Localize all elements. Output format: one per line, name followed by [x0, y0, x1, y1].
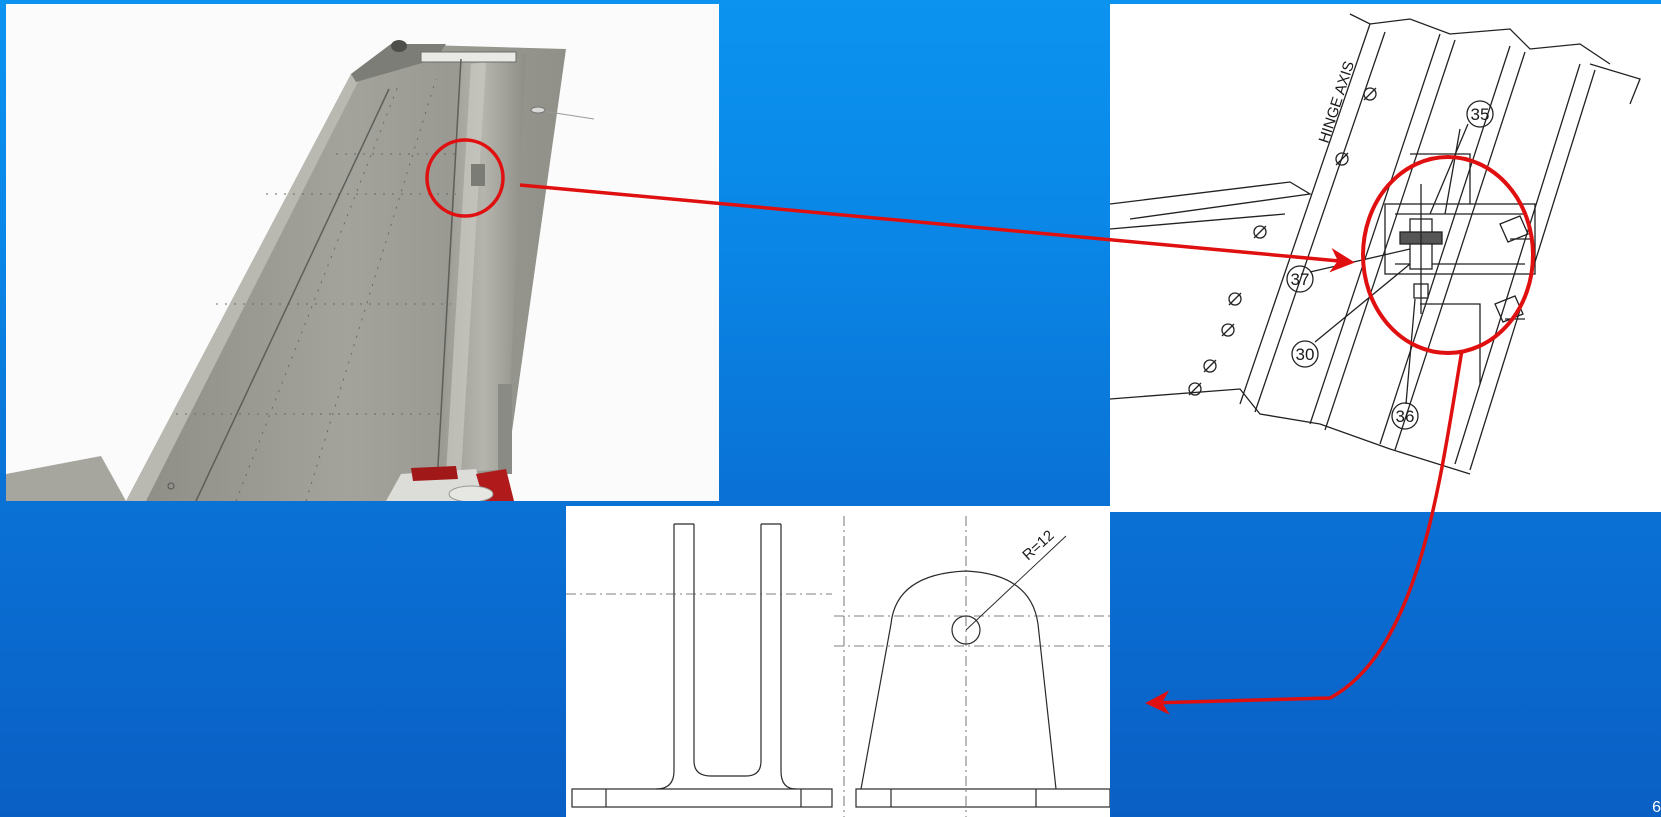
callout-37: 37: [1291, 270, 1310, 289]
hinge-axis-label: HINGE AXIS: [1316, 59, 1358, 145]
tail-fin-image: [6, 4, 719, 501]
bracket-drawing-illustration: R=12: [566, 516, 1110, 817]
bracket-drawing: R=12: [566, 506, 1110, 817]
radius-label: R=12: [1019, 527, 1057, 564]
callout-30: 30: [1296, 345, 1315, 364]
callout-36: 36: [1396, 407, 1415, 426]
hinge-assembly-drawing: 35 37 30 36 HINGE AXIS: [1110, 4, 1661, 512]
hinge-drawing-illustration: 35 37 30 36 HINGE AXIS: [1110, 13, 1641, 475]
page-number: 6: [1652, 799, 1661, 816]
callout-35: 35: [1471, 105, 1490, 124]
tail-fin-illustration: [6, 40, 595, 501]
